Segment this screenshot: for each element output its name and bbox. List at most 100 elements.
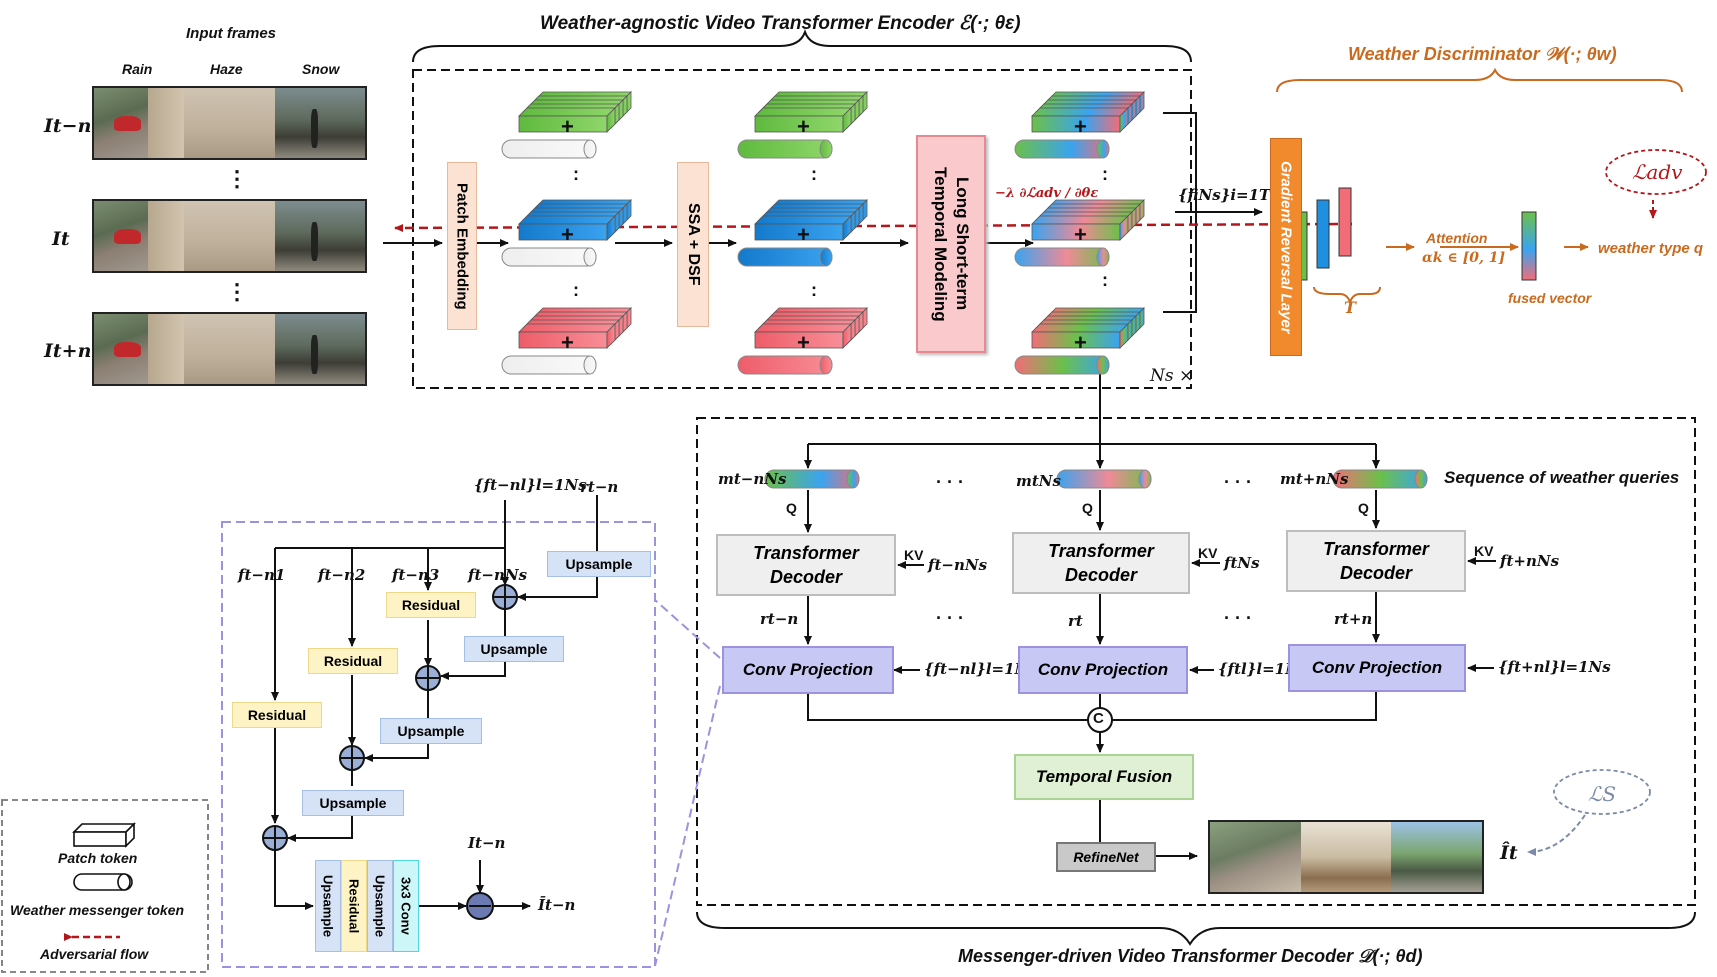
enc-ellipsis-1: : bbox=[573, 164, 579, 184]
t-label: T bbox=[1344, 298, 1356, 317]
decoder-query-1-cap bbox=[1138, 469, 1152, 489]
enc1-red-stack-plus: + bbox=[561, 330, 574, 355]
conv-projection-1: Conv Projection bbox=[1018, 646, 1188, 694]
decoder-dots-1: · · · bbox=[936, 472, 964, 492]
long-short-term-box: Long Short-term Temporal Modeling bbox=[916, 135, 986, 353]
conv-detail-region bbox=[221, 521, 656, 968]
kv-feat-0: ft−nNs bbox=[928, 556, 988, 574]
enc2-blue-messenger-cap bbox=[819, 247, 833, 267]
enc2-blue-stack-side bbox=[842, 215, 852, 241]
transformer-decoder-label-0: Transformer Decoder bbox=[753, 543, 859, 587]
enc3-blue-messenger bbox=[1014, 247, 1110, 267]
input-frame-t bbox=[92, 199, 367, 273]
enc3-green-messenger-cap bbox=[1096, 139, 1110, 159]
kv-label-1: KV bbox=[1198, 545, 1218, 561]
enc2-green-messenger bbox=[737, 139, 833, 159]
enc1-green-stack-side bbox=[606, 107, 616, 133]
row-label-t-minus-n: It−n bbox=[44, 115, 92, 137]
attention-label: Attention bbox=[1426, 230, 1488, 246]
gradient-reversal-layer-box: Gradient Reversal Layer bbox=[1270, 138, 1302, 356]
encoder-brace bbox=[412, 29, 1192, 63]
enc1-green-messenger-cap bbox=[583, 139, 597, 159]
upsample-label-2: Upsample bbox=[480, 641, 548, 657]
refinenet-label: RefineNet bbox=[1073, 849, 1139, 865]
enc-ellipsis-5: : bbox=[1102, 164, 1108, 184]
decoder-query-1 bbox=[1056, 469, 1152, 489]
decoder-region bbox=[696, 417, 1696, 906]
transformer-decoder-label-1: Transformer Decoder bbox=[1048, 541, 1154, 585]
upsample-box-2: Upsample bbox=[464, 636, 564, 662]
col-haze: Haze bbox=[210, 61, 243, 77]
enc3-blue-messenger-cap bbox=[1096, 247, 1110, 267]
final-upsample-label-1: Upsample bbox=[320, 874, 336, 938]
decoder-dots-3: · · · bbox=[936, 608, 964, 628]
detail-frame-out-label: Īt−n bbox=[538, 896, 576, 914]
enc2-red-messenger-cap bbox=[819, 355, 833, 375]
enc2-green-stack-side bbox=[842, 107, 852, 133]
decoder-brace bbox=[696, 911, 1696, 946]
enc2-blue-messenger bbox=[737, 247, 833, 267]
frames-ellipsis-1: ⋮ bbox=[226, 166, 248, 191]
decoder-dots-4: · · · bbox=[1224, 608, 1252, 628]
enc3-blue-stack-side bbox=[1119, 215, 1129, 241]
frames-ellipsis-2: ⋮ bbox=[226, 279, 248, 304]
discriminator-brace bbox=[1276, 67, 1683, 93]
row-label-t-plus-n: It+n bbox=[44, 340, 92, 362]
enc-ellipsis-3: : bbox=[811, 164, 817, 184]
long-short-term-label: Long Short-term Temporal Modeling bbox=[931, 166, 972, 322]
detail-f3-label: ft−n3 bbox=[392, 566, 440, 584]
enc1-green-stack-plus: + bbox=[561, 114, 574, 139]
enc2-red-messenger bbox=[737, 355, 833, 375]
detail-fns-label: ft−nNs bbox=[468, 566, 528, 584]
conv-projection-label-0: Conv Projection bbox=[742, 660, 874, 679]
q-label-2: Q bbox=[1358, 500, 1369, 516]
transformer-decoder-1: Transformer Decoder bbox=[1012, 532, 1190, 594]
enc1-blue-messenger bbox=[501, 247, 597, 267]
final-residual-label: Residual bbox=[346, 878, 362, 934]
enc2-green-stack-plus: + bbox=[797, 114, 810, 139]
conv-projection-2: Conv Projection bbox=[1288, 644, 1466, 692]
enc3-red-stack-side bbox=[1119, 323, 1129, 349]
enc1-blue-stack-plus: + bbox=[561, 222, 574, 247]
decoder-query-0-cap bbox=[846, 469, 860, 489]
legend-messenger-icon bbox=[73, 873, 133, 891]
decoder-title: Messenger-driven Video Transformer Decod… bbox=[958, 946, 1423, 966]
detail-inputs-label: {ft−nl}l=1Ns bbox=[474, 476, 587, 494]
transformer-decoder-2: Transformer Decoder bbox=[1286, 530, 1466, 592]
loss-adv-label: ℒadv bbox=[1632, 160, 1683, 184]
residual-label-2: Residual bbox=[323, 653, 383, 669]
conv-projection-0: Conv Projection bbox=[722, 646, 894, 694]
residual-box-3: Residual bbox=[232, 702, 322, 728]
transformer-decoder-0: Transformer Decoder bbox=[716, 534, 896, 596]
query-label-0: mt−nNs bbox=[718, 470, 787, 488]
conv-feat-2: {ft+nl}l=1Ns bbox=[1498, 658, 1611, 676]
enc-ellipsis-6: : bbox=[1102, 270, 1108, 290]
col-rain: Rain bbox=[122, 61, 153, 77]
residual-label-3: Residual bbox=[247, 707, 307, 723]
detail-f1-label: ft−n1 bbox=[238, 566, 286, 584]
enc3-red-messenger bbox=[1014, 355, 1110, 375]
patch-embedding-box: Patch Embedding bbox=[447, 162, 477, 330]
ssa-dsf-box: SSA + DSF bbox=[677, 162, 709, 327]
kv-feat-1: ftNs bbox=[1224, 554, 1260, 572]
row-label-t: It bbox=[52, 228, 70, 250]
enc2-red-stack-plus: + bbox=[797, 330, 810, 355]
temporal-fusion-label: Temporal Fusion bbox=[1035, 767, 1173, 786]
adv-gradient-label: −λ ∂ℒadv / ∂θε bbox=[995, 186, 1099, 201]
final-upsample-2: Upsample bbox=[367, 860, 393, 952]
r-label-2: rt+n bbox=[1334, 610, 1373, 628]
residual-box-1: Residual bbox=[386, 592, 476, 618]
legend-box bbox=[1, 799, 209, 973]
enc1-red-messenger bbox=[501, 355, 597, 375]
encoder-title: Weather-agnostic Video Transformer Encod… bbox=[540, 13, 1021, 34]
enc3-blue-stack-plus: + bbox=[1074, 222, 1087, 247]
col-snow: Snow bbox=[302, 61, 340, 77]
enc3-green-stack-plus: + bbox=[1074, 114, 1087, 139]
residual-box-2: Residual bbox=[308, 648, 398, 674]
final-conv3x3: 3x3 Conv bbox=[393, 860, 419, 952]
final-conv3x3-label: 3x3 Conv bbox=[398, 877, 414, 935]
concat-label: C bbox=[1093, 710, 1104, 727]
enc2-blue-stack-plus: + bbox=[797, 222, 810, 247]
